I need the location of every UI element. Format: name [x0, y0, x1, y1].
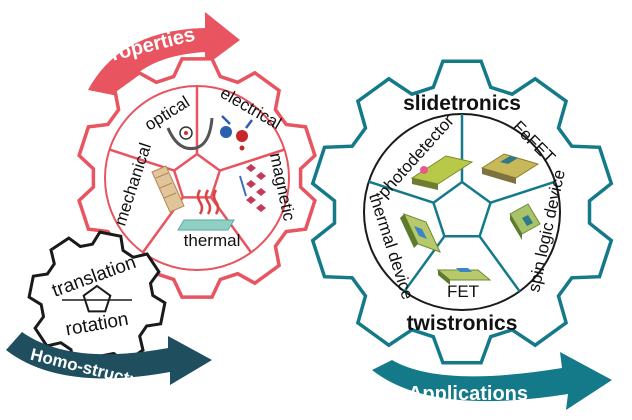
- applications-gear: slidetronics twistronics photodetector F…: [310, 59, 614, 365]
- label-thermal: thermal: [184, 231, 241, 250]
- homo-structures-gear: translation rotation: [27, 230, 167, 370]
- label-fet: FET: [447, 282, 479, 301]
- homo-center-pentagon: [82, 284, 112, 313]
- applications-arrow: Applications: [372, 352, 612, 410]
- label-slidetronics: slidetronics: [403, 92, 521, 115]
- electrical-illustration: [220, 115, 253, 151]
- properties-gear: optical electrical magnetic thermal mech…: [77, 57, 317, 299]
- spoke-line: [403, 235, 446, 293]
- thermal-device-illustration: [400, 213, 441, 253]
- thermal-illustration: [177, 189, 235, 231]
- fefet-illustration: [480, 153, 540, 184]
- spoke-line: [490, 180, 556, 204]
- applications-center-pentagon: [431, 180, 493, 238]
- spoke-line: [478, 235, 521, 293]
- photodetector-illustration: [410, 155, 474, 190]
- magnetic-illustration: [239, 164, 266, 212]
- optical-illustration: [166, 117, 214, 151]
- label-twistronics: twistronics: [407, 312, 518, 335]
- mechanical-illustration: [151, 165, 185, 213]
- spoke-line: [219, 148, 285, 172]
- spoke-line: [368, 180, 434, 204]
- applications-arrow-label: Applications: [408, 383, 528, 405]
- spin-logic-illustration: [509, 203, 541, 240]
- fet-illustration: [436, 268, 492, 285]
- applications-spokes: [368, 114, 556, 293]
